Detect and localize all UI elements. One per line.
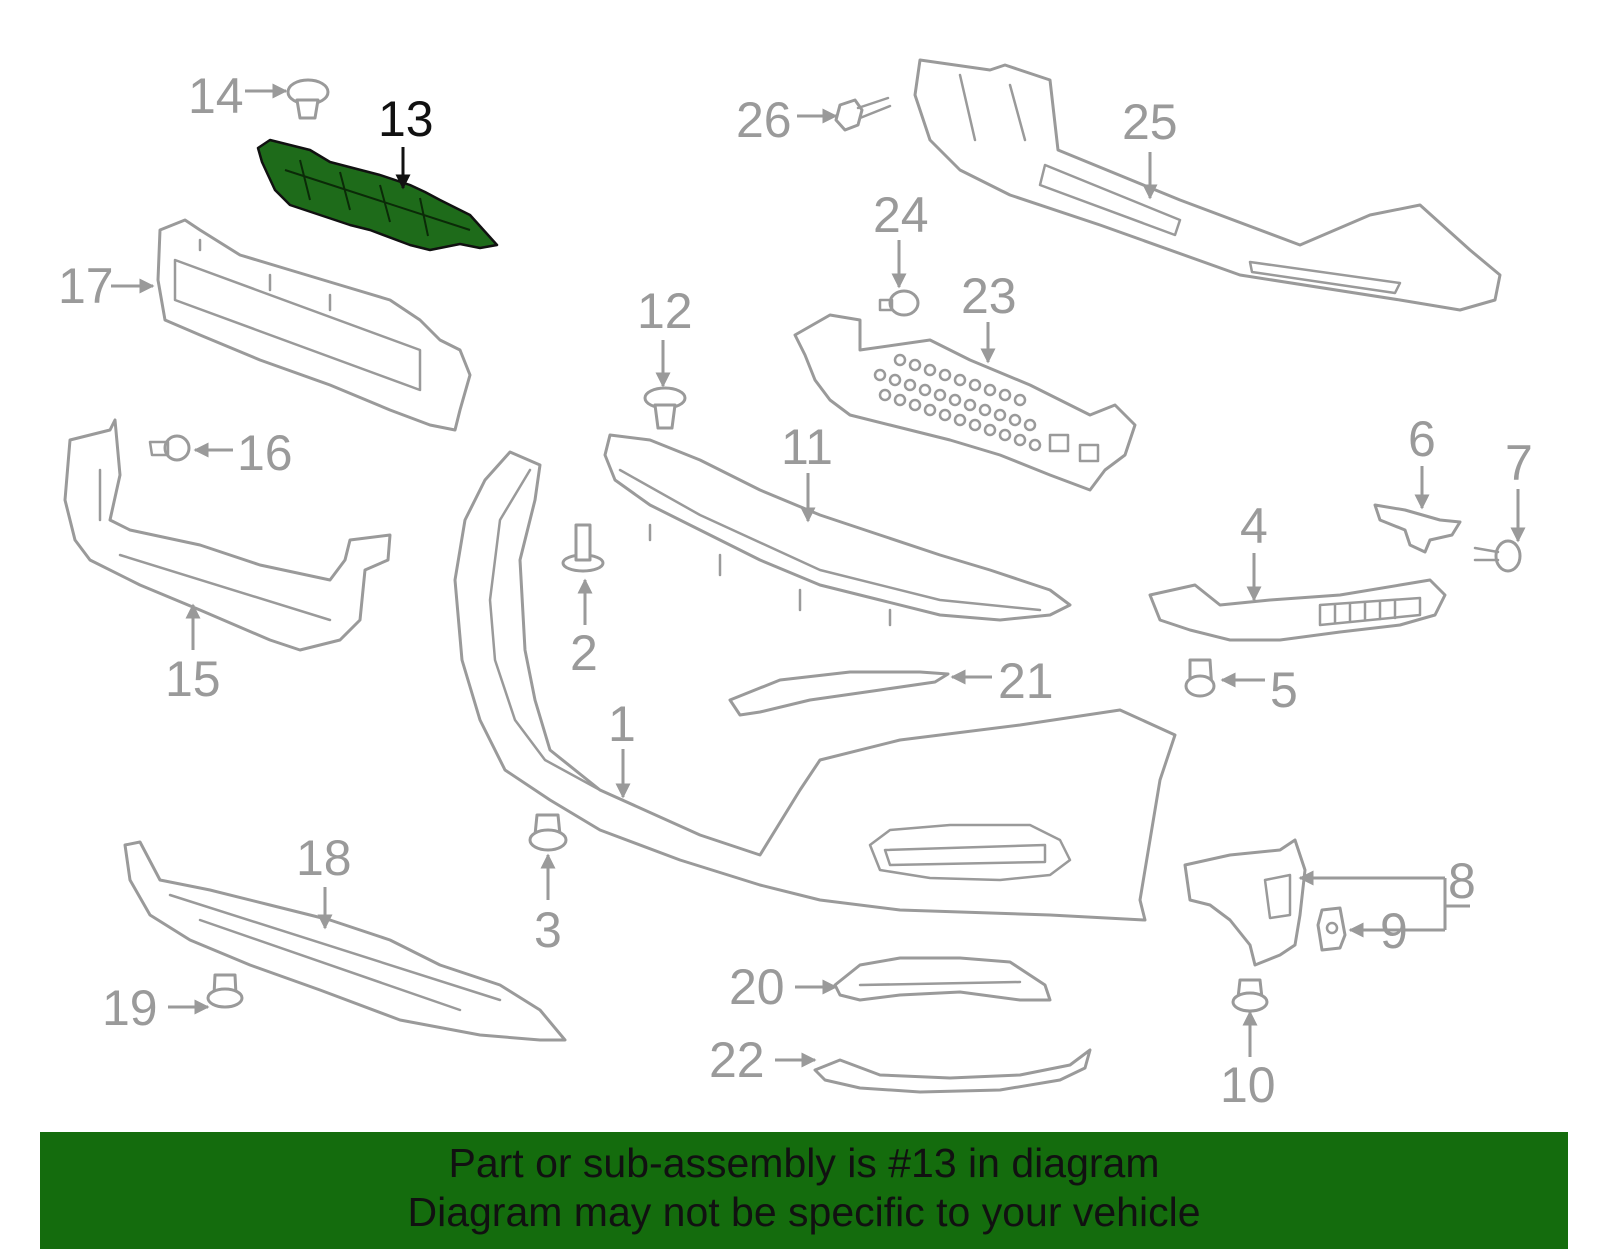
callout-20: 20 xyxy=(729,959,785,1015)
caption-banner: Part or sub-assembly is #13 in diagram D… xyxy=(40,1132,1568,1249)
part-26-bolt xyxy=(834,96,892,132)
part-9-clip-nut xyxy=(1316,906,1347,952)
grille-mesh-cells xyxy=(873,353,1042,452)
callout-numbers: 14 13 26 25 24 23 17 12 16 11 6 7 4 2 15… xyxy=(58,68,1533,1113)
part-23-grille-mesh xyxy=(793,313,1137,492)
callout-2: 2 xyxy=(570,625,598,681)
callout-14: 14 xyxy=(188,68,244,124)
part-1-bumper-cover xyxy=(453,450,1177,922)
part-21-molding-strip xyxy=(728,670,950,717)
callout-7: 7 xyxy=(1505,435,1533,491)
part-19-clip xyxy=(206,973,244,1009)
callout-17: 17 xyxy=(58,258,114,314)
callout-4: 4 xyxy=(1240,498,1268,554)
part-15-lower-support xyxy=(63,418,392,652)
callout-18: 18 xyxy=(296,830,352,886)
part-6-clip-bracket xyxy=(1373,503,1462,554)
callout-10: 10 xyxy=(1220,1057,1276,1113)
part-22-lower-trim xyxy=(813,1048,1092,1094)
part-2-bolt xyxy=(561,523,605,573)
callout-13-highlighted: 13 xyxy=(378,91,434,147)
part-13-air-deflector-highlighted[interactable] xyxy=(256,138,499,252)
part-3-clip xyxy=(528,813,568,852)
callout-8: 8 xyxy=(1448,853,1476,909)
part-18-lower-valance xyxy=(123,840,567,1042)
callout-16: 16 xyxy=(237,425,293,481)
part-4-bracket xyxy=(1148,578,1447,642)
callout-5: 5 xyxy=(1270,662,1298,718)
part-7-screw xyxy=(1473,539,1522,573)
part-8-side-bracket xyxy=(1183,838,1307,967)
leader-lines xyxy=(111,83,1526,1068)
callout-12: 12 xyxy=(637,283,693,339)
part-25-bumper-beam xyxy=(913,58,1502,312)
callout-25: 25 xyxy=(1122,94,1178,150)
part-16-clip xyxy=(148,434,191,462)
callout-24: 24 xyxy=(873,187,929,243)
callout-23: 23 xyxy=(961,268,1017,324)
caption-line-part-number: Part or sub-assembly is #13 in diagram xyxy=(448,1140,1160,1186)
callout-6: 6 xyxy=(1408,411,1436,467)
callout-11: 11 xyxy=(781,419,833,475)
part-12-push-clip xyxy=(643,386,687,430)
callout-19: 19 xyxy=(102,980,158,1036)
callout-22: 22 xyxy=(709,1032,765,1088)
part-14-clip xyxy=(286,78,330,120)
part-17-upper-support xyxy=(156,218,472,432)
part-11-upper-molding xyxy=(603,433,1072,627)
callout-26: 26 xyxy=(736,92,792,148)
callout-9: 9 xyxy=(1380,903,1408,959)
parts-diagram: 14 13 26 25 24 23 17 12 16 11 6 7 4 2 15… xyxy=(58,58,1533,1113)
callout-15: 15 xyxy=(165,651,221,707)
caption-line-disclaimer: Diagram may not be specific to your vehi… xyxy=(407,1189,1201,1235)
part-5-bolt xyxy=(1184,658,1216,698)
part-20-fog-bezel xyxy=(833,956,1052,1002)
callout-3: 3 xyxy=(534,902,562,958)
callout-1: 1 xyxy=(608,696,636,752)
callout-21: 21 xyxy=(998,653,1054,709)
part-24-clip xyxy=(878,289,920,317)
part-10-clip xyxy=(1231,978,1269,1013)
